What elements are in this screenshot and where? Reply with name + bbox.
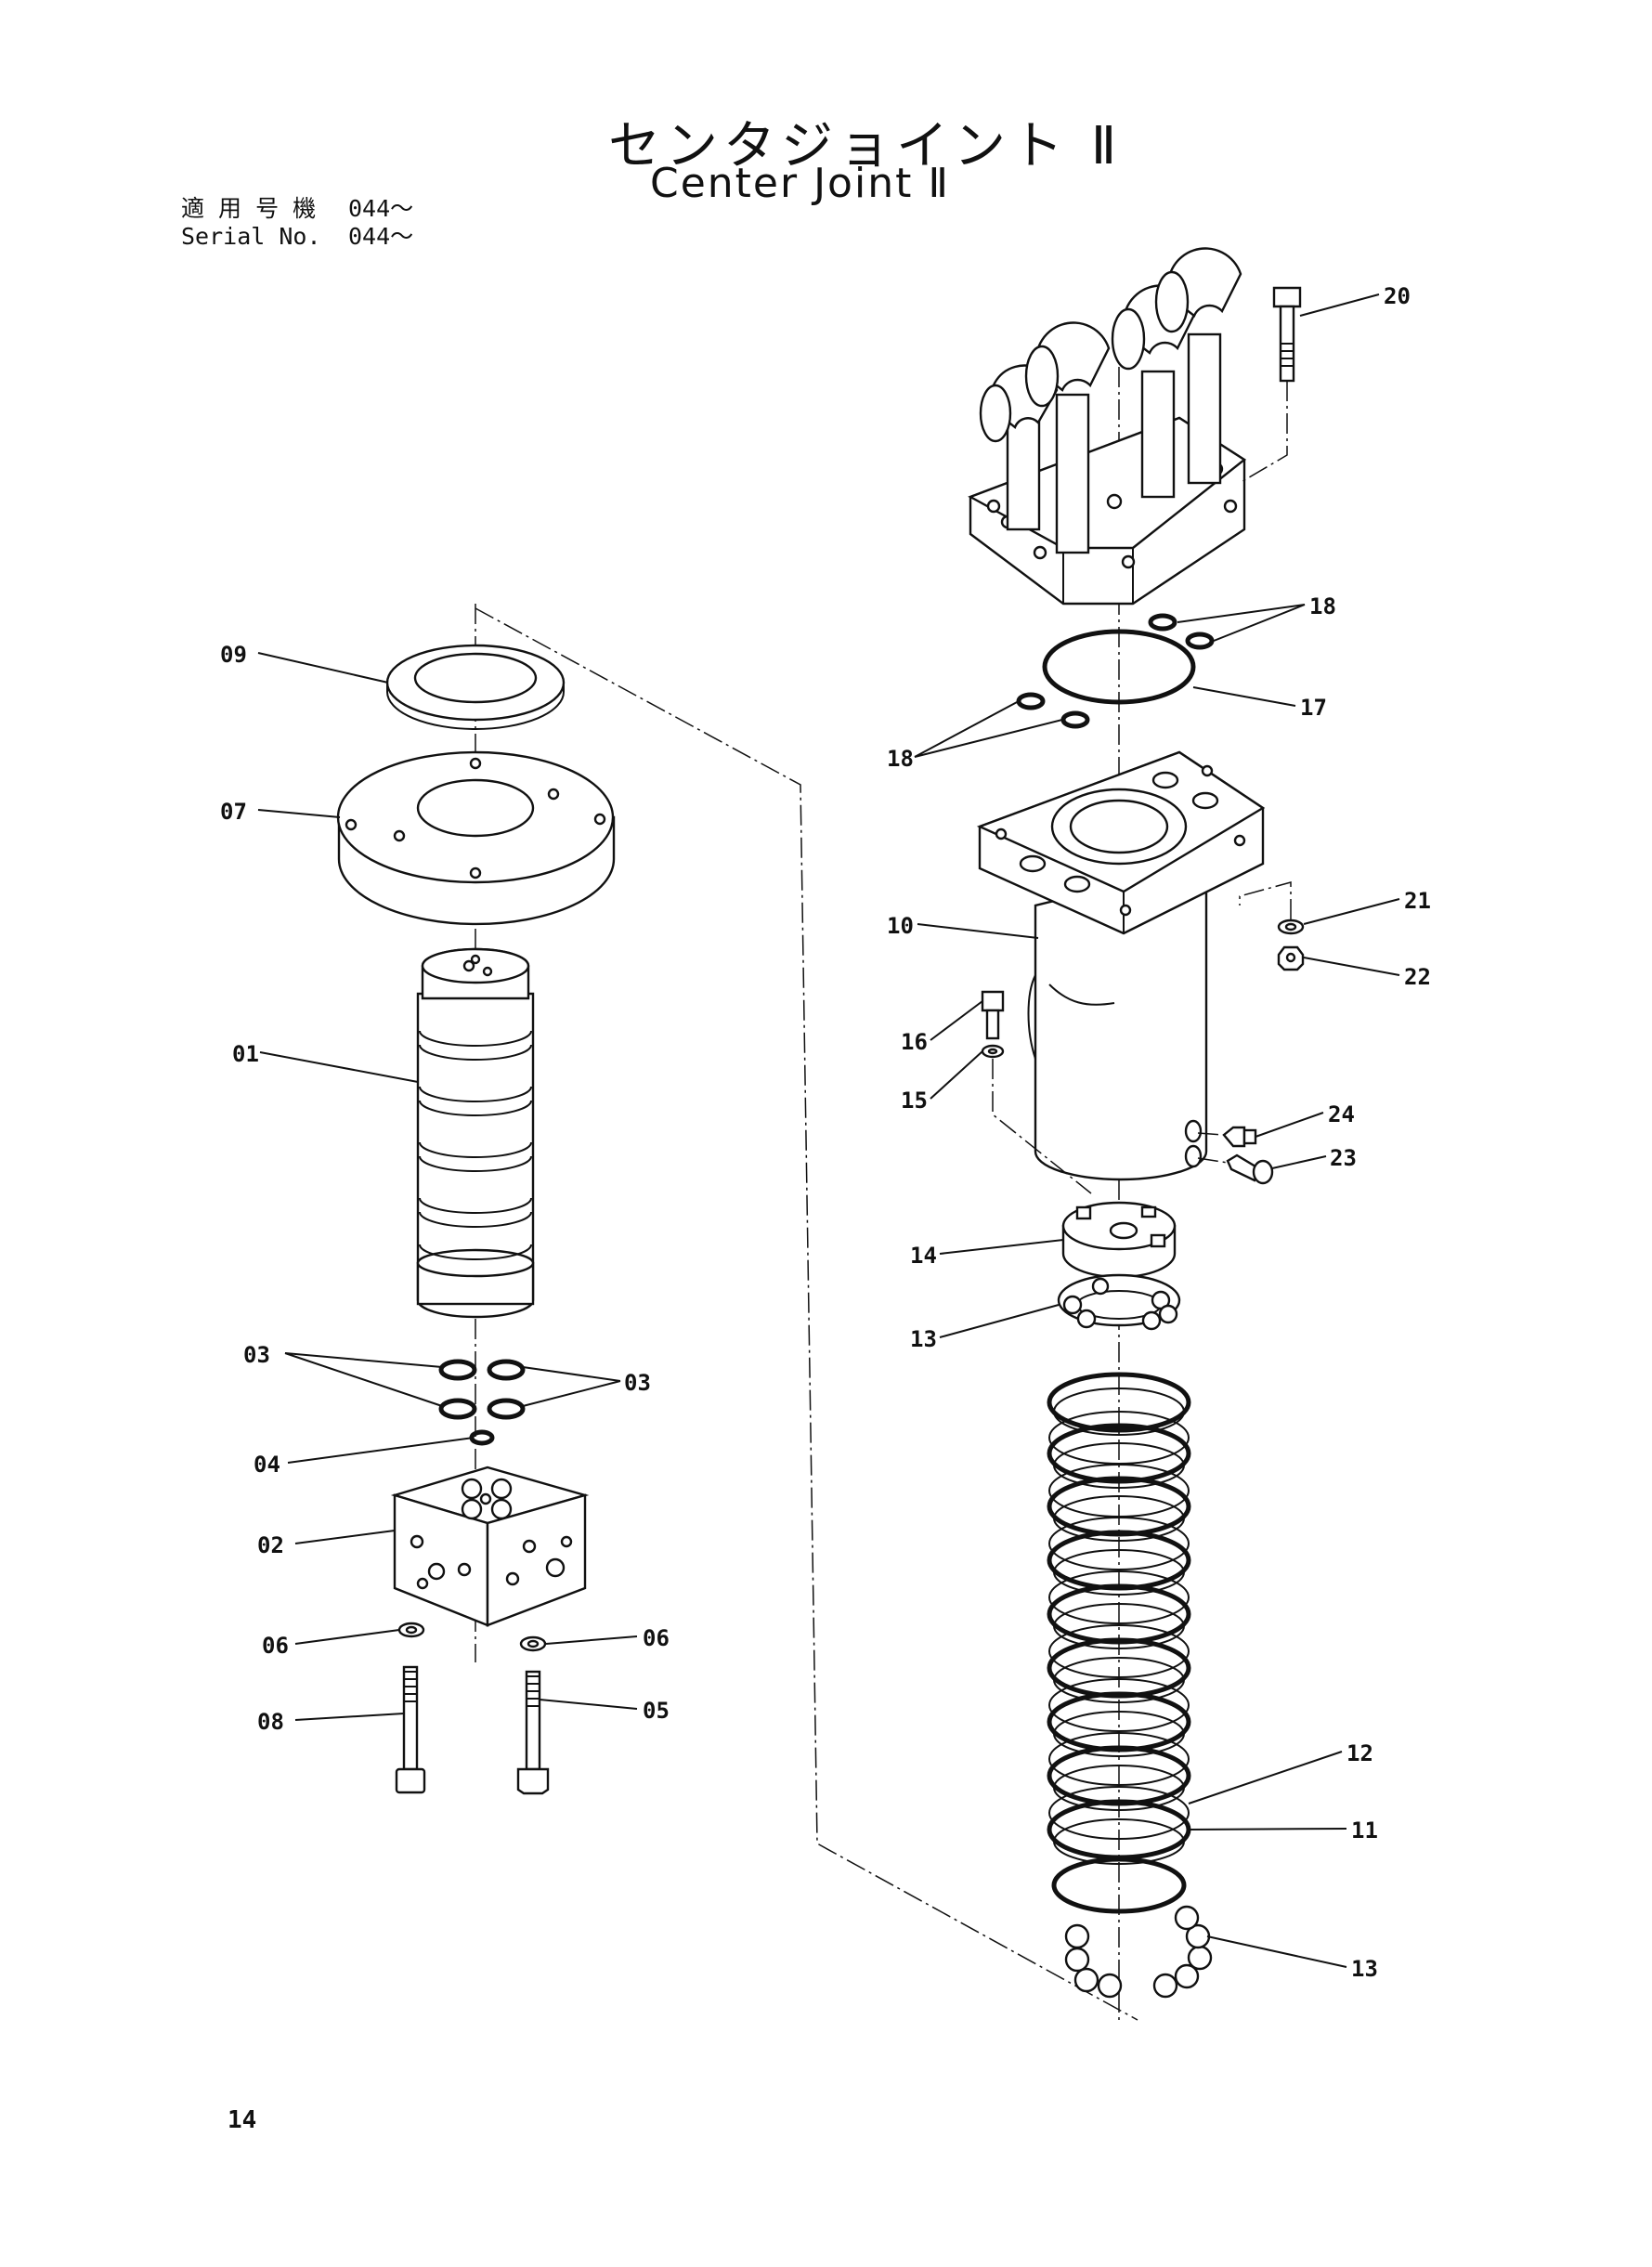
label-part-06a: 06 — [262, 1633, 289, 1659]
part-13-ball-ring-lower — [1064, 1905, 1213, 1999]
part-23-fitting — [1184, 1144, 1274, 1185]
label-part-05: 05 — [643, 1698, 670, 1724]
label-part-10: 10 — [887, 913, 914, 939]
part-21-washer — [1277, 919, 1305, 935]
serial-line-en: Serial No. 044～ — [181, 218, 413, 252]
part-06-washers — [397, 1622, 547, 1652]
part-02-manifold-block — [390, 1466, 590, 1627]
reference-line — [475, 607, 1138, 2021]
part-05-hex-bolt — [516, 1670, 550, 1795]
part-16-bolt — [981, 990, 1005, 1040]
part-20-bolt — [1239, 286, 1302, 484]
part-08-socket-bolt — [395, 1665, 426, 1794]
part-18-o-rings-upper — [1148, 613, 1215, 650]
part-22-nut — [1277, 945, 1305, 971]
label-part-03a: 03 — [243, 1342, 270, 1368]
label-part-23: 23 — [1330, 1145, 1357, 1171]
part-top-cover-with-pipes — [968, 247, 1247, 606]
serial-line-jp: 適 用 号 機 044～ — [181, 190, 413, 224]
label-part-22: 22 — [1404, 964, 1431, 990]
label-part-20: 20 — [1384, 283, 1411, 309]
label-part-03b: 03 — [624, 1370, 651, 1396]
label-part-13a: 13 — [910, 1326, 937, 1352]
part-15-washer — [981, 1044, 1005, 1059]
part-10-body — [976, 750, 1266, 1181]
part-labels: 09 07 01 03 03 04 02 06 06 08 05 20 18 1… — [220, 283, 1431, 1982]
part-03-o-rings — [438, 1359, 526, 1420]
part-11-12-seal-stack — [1047, 1372, 1191, 1914]
part-17-large-o-ring — [1042, 629, 1196, 705]
part-07-flange-plate — [336, 750, 616, 926]
label-part-15: 15 — [901, 1088, 928, 1114]
label-part-01: 01 — [232, 1041, 259, 1067]
part-01-spindle — [416, 947, 535, 1319]
label-part-18a: 18 — [1309, 593, 1336, 619]
serial-value-en: 044～ — [348, 223, 414, 250]
part-09-thrust-ring — [385, 644, 566, 730]
label-part-09: 09 — [220, 642, 247, 668]
label-part-17: 17 — [1300, 695, 1327, 721]
label-part-16: 16 — [901, 1029, 928, 1055]
serial-label-jp: 適 用 号 機 — [181, 195, 317, 222]
label-part-06b: 06 — [643, 1625, 670, 1651]
label-part-21: 21 — [1404, 888, 1431, 914]
diagram-title-en: Center Joint Ⅱ — [650, 160, 950, 207]
part-13-ball-ring-upper — [1057, 1273, 1181, 1331]
serial-value-jp: 044～ — [348, 195, 414, 222]
label-part-24: 24 — [1328, 1101, 1355, 1127]
part-14-retainer — [1061, 1201, 1177, 1279]
label-part-07: 07 — [220, 799, 247, 825]
label-part-04: 04 — [254, 1452, 280, 1478]
nut-leader-centerline — [1239, 881, 1292, 919]
label-part-08: 08 — [257, 1709, 284, 1735]
label-part-12: 12 — [1346, 1740, 1373, 1766]
label-part-14: 14 — [910, 1243, 937, 1269]
serial-label-en: Serial No. — [181, 223, 321, 250]
page-number: 14 — [228, 2106, 257, 2134]
leader-lines — [257, 293, 1400, 1968]
label-part-13b: 13 — [1351, 1956, 1378, 1982]
part-04-small-o-ring — [469, 1429, 495, 1446]
bolt-16-centerline — [992, 1059, 1092, 1194]
diagram-title-jp: センタジョイント Ⅱ — [608, 116, 1123, 176]
label-part-02: 02 — [257, 1532, 284, 1558]
label-part-18b: 18 — [887, 746, 914, 772]
plug-centerlines — [1197, 1132, 1229, 1164]
label-part-11: 11 — [1351, 1818, 1378, 1844]
